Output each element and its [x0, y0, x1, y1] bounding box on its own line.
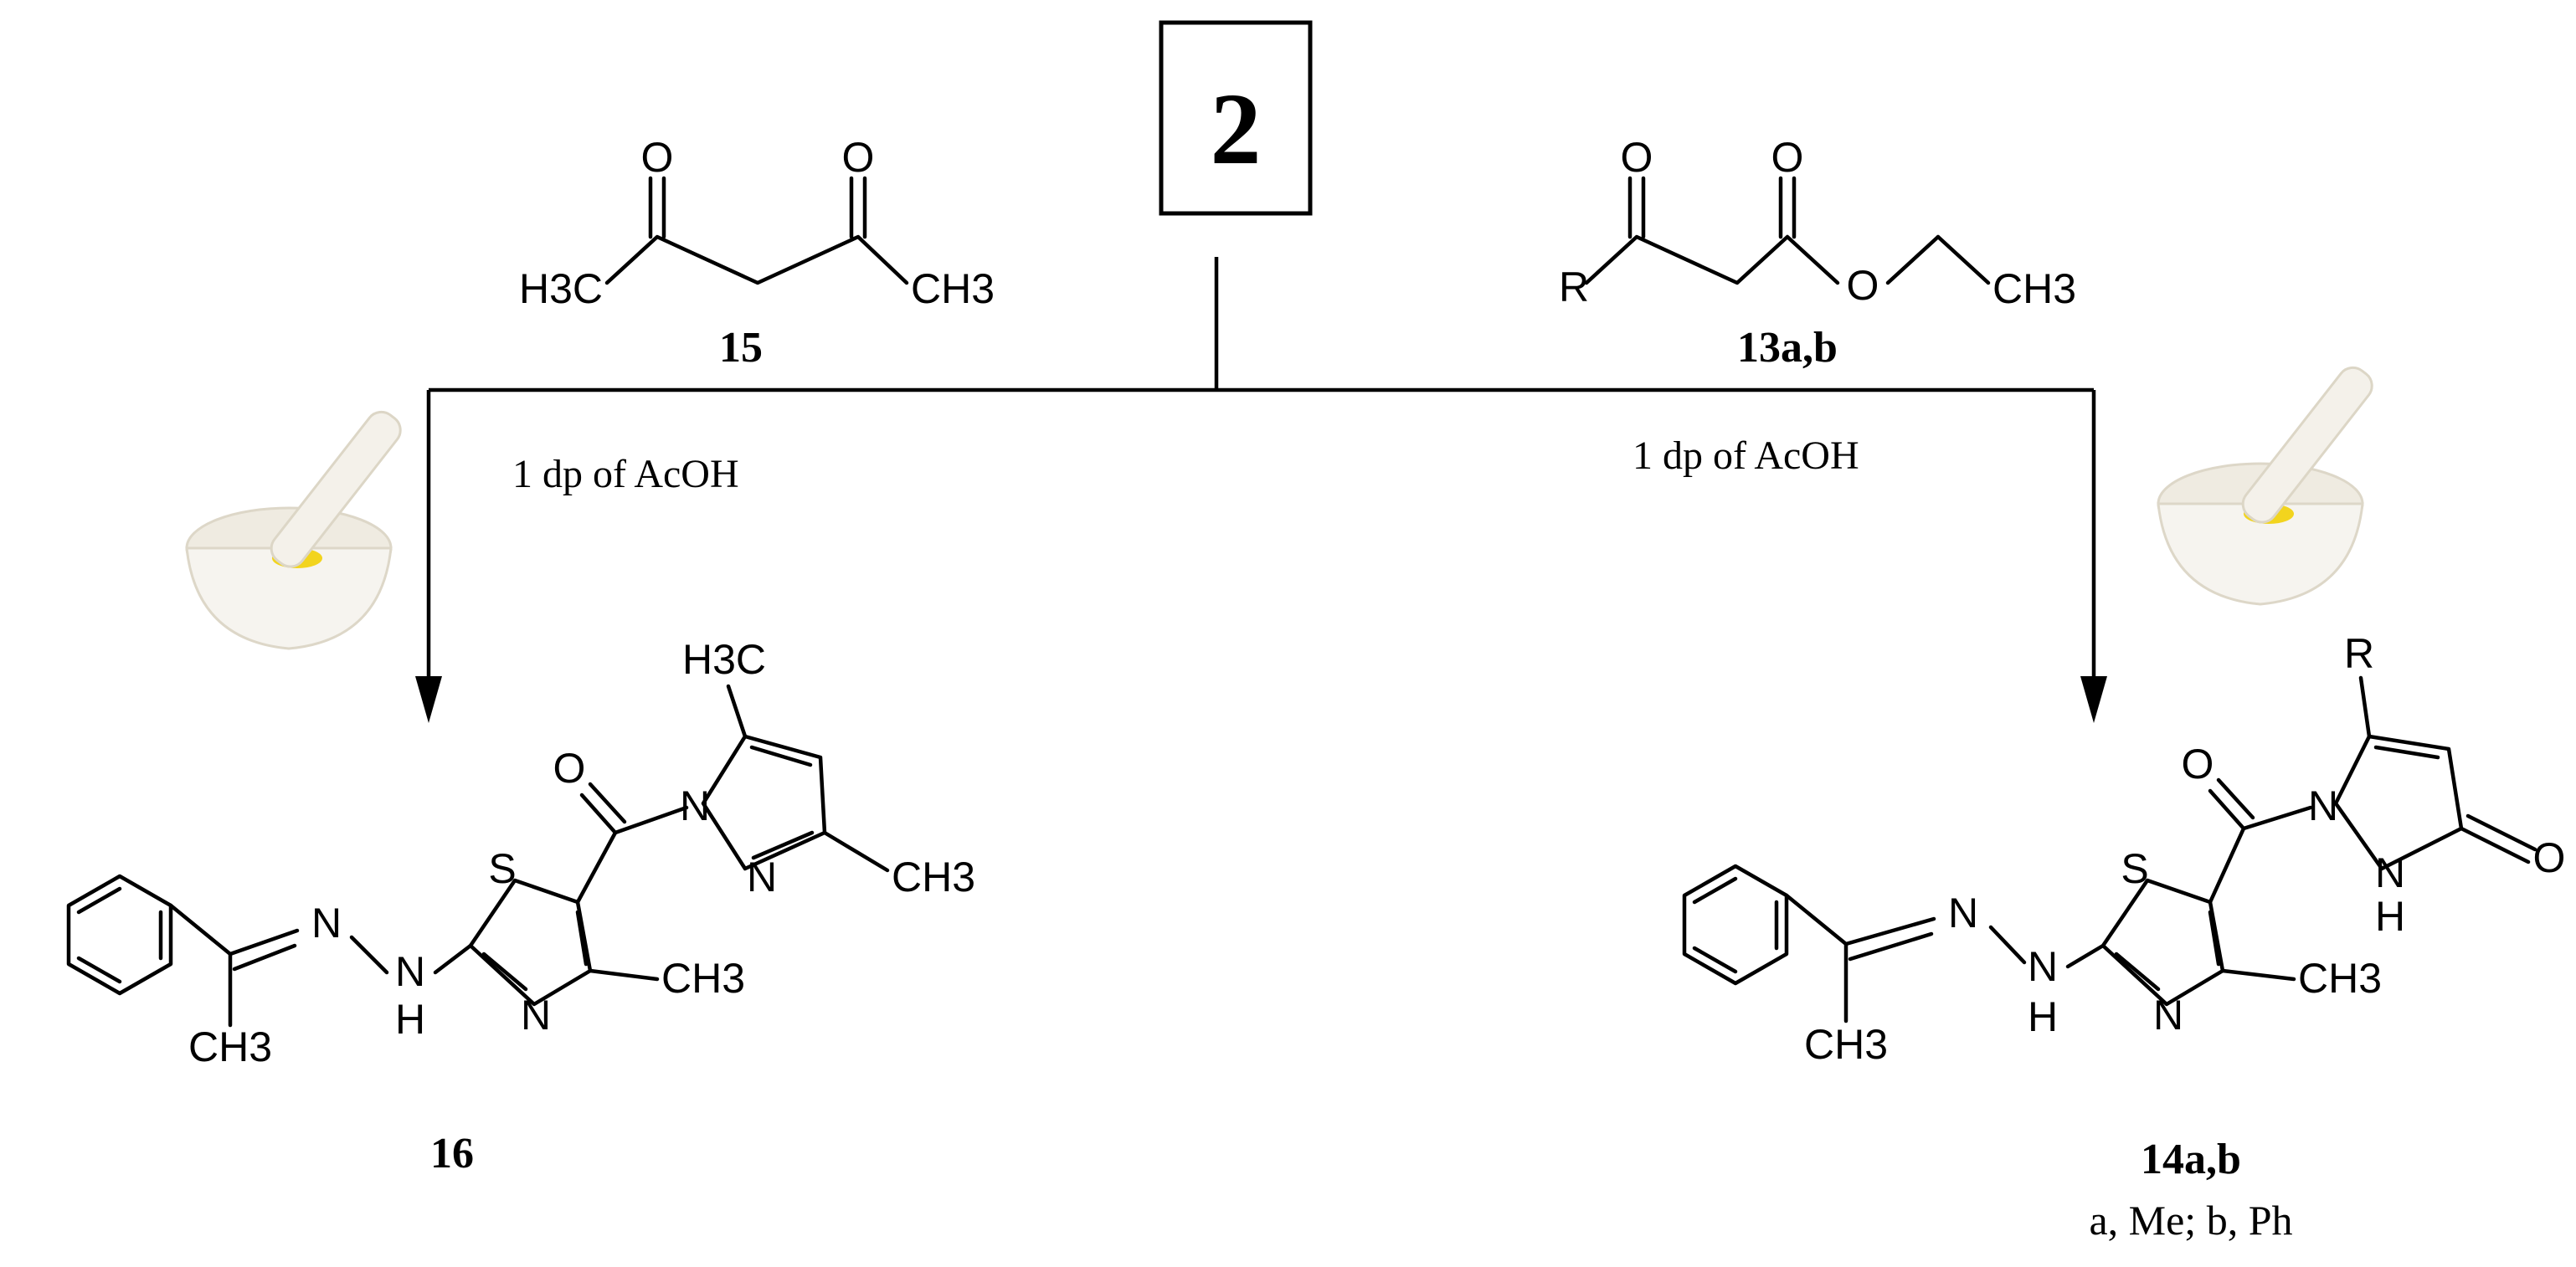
reagent-15-label: 15: [719, 324, 763, 372]
atom-n: N: [2028, 943, 2058, 990]
atom-o: O: [2182, 741, 2214, 787]
atom-h: H: [2375, 893, 2405, 940]
arrow-head-left: [415, 676, 442, 723]
product-16-structure: N N H CH3 S N CH3 O N N H3C CH3: [66, 636, 975, 1070]
atom-r: R: [1559, 264, 1589, 310]
atom-n: N: [747, 854, 777, 900]
product-14-footnote: a, Me; b, Ph: [2089, 1197, 2292, 1244]
atom-ch3: CH3: [1804, 1021, 1888, 1068]
atom-ch3: CH3: [661, 955, 745, 1002]
atom-o: O: [553, 745, 586, 792]
atom-n: N: [2375, 849, 2405, 896]
branch-arrows: [415, 257, 2107, 723]
atom-n: N: [1948, 890, 1978, 936]
atom-s: S: [488, 845, 516, 892]
atom-n: N: [680, 782, 710, 829]
product-14-structure: N N H CH3 S N CH3 O N N H O R: [1682, 630, 2566, 1068]
reagent-13-label: 13a,b: [1737, 324, 1838, 372]
mortar-and-pestle-icon: [185, 410, 402, 650]
atom-h3c: H3C: [519, 265, 603, 312]
condition-left: 1 dp of AcOH: [512, 452, 739, 496]
atom-ch3: CH3: [911, 265, 995, 312]
atom-ch3: CH3: [892, 854, 975, 900]
reagent-13-structure: O O O R CH3: [1559, 134, 2076, 312]
compound-2-label: 2: [1211, 73, 1262, 186]
atom-o: O: [1847, 262, 1879, 309]
atom-n: N: [521, 992, 551, 1039]
reagent-15-structure: O O H3C CH3: [519, 134, 995, 312]
atom-h3c: H3C: [682, 636, 766, 683]
condition-right: 1 dp of AcOH: [1632, 433, 1859, 478]
atom-n: N: [2308, 782, 2338, 829]
atom-ch3: CH3: [2298, 955, 2382, 1002]
atom-o: O: [1771, 134, 1804, 181]
product-14-label: 14a,b: [2141, 1136, 2241, 1183]
atom-o: O: [2533, 834, 2566, 881]
atom-n: N: [2153, 992, 2183, 1039]
atom-o: O: [1621, 134, 1653, 181]
atom-s: S: [2121, 845, 2148, 892]
atom-h: H: [2028, 993, 2058, 1040]
mortar-and-pestle-icon: [2157, 366, 2373, 606]
atom-ch3: CH3: [188, 1023, 272, 1070]
compound-2-box: [1159, 20, 1313, 216]
atom-r: R: [2344, 630, 2374, 677]
product-16-label: 16: [430, 1130, 474, 1177]
atom-n: N: [395, 948, 425, 995]
atom-h: H: [395, 996, 425, 1043]
atom-o: O: [641, 134, 674, 181]
atom-ch3: CH3: [1992, 265, 2076, 312]
atom-n: N: [311, 900, 342, 946]
arrow-head-right: [2080, 676, 2107, 723]
atom-o: O: [842, 134, 875, 181]
